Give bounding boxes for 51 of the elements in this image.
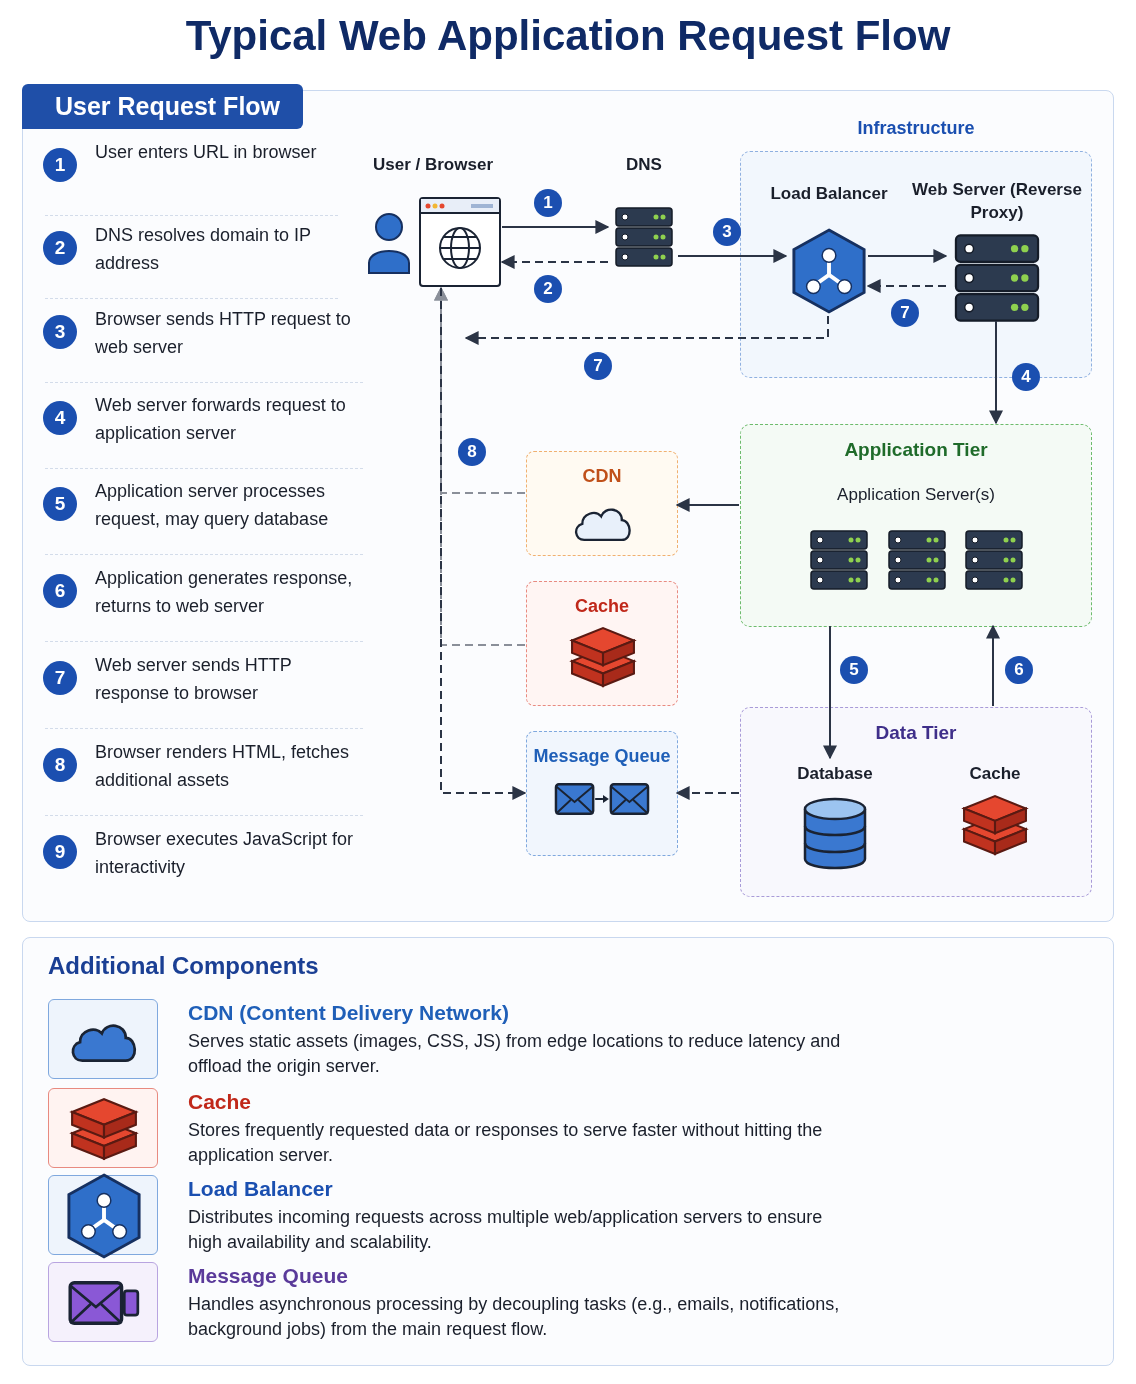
step-description: DNS resolves domain to IP address xyxy=(95,224,312,275)
arrow xyxy=(989,320,1003,425)
component-heading: Message Queue xyxy=(188,1264,349,1288)
diagram-title: Typical Web Application Request Flow xyxy=(184,12,952,60)
component-description: Handles asynchronous processing by decoupling tasks (e.g., emails, notifications, background jobs) from the main request flow. xyxy=(188,1293,841,1341)
node-label: DNS xyxy=(625,154,663,176)
arrow xyxy=(464,315,829,345)
step-description: Browser executes JavaScript for interactivity xyxy=(95,828,355,879)
step-description: Web server forwards request to application server xyxy=(95,394,347,445)
node-label: Cache xyxy=(968,763,1022,785)
node-label: Database xyxy=(796,763,874,785)
section-panel xyxy=(22,937,1114,1366)
arrow xyxy=(675,498,740,512)
section-tab: User Request Flow xyxy=(22,84,303,129)
component-card xyxy=(526,451,678,556)
tier-box xyxy=(740,424,1092,627)
node-label: Message Queue xyxy=(532,746,672,767)
component-heading: CDN (Content Delivery Network) xyxy=(188,1001,510,1025)
component-description: Serves static assets (images, CSS, JS) from edge locations to reduce latency and offload the origin server. xyxy=(188,1030,842,1078)
step-description: Application server processes request, may query database xyxy=(95,480,330,531)
node-label: Load Balancer xyxy=(769,183,889,205)
node-label: Cache xyxy=(574,596,630,617)
arrow xyxy=(986,624,1000,707)
arrow xyxy=(500,255,609,269)
node-label: Application Server(s) xyxy=(836,485,996,505)
step-description: Browser renders HTML, fetches additional assets xyxy=(95,741,351,792)
node-label: Web Server (Reverse Proxy) xyxy=(911,179,1083,224)
arrow xyxy=(501,220,610,234)
arrow xyxy=(823,625,837,760)
group-heading: Data Tier xyxy=(874,722,958,744)
arrow xyxy=(867,249,948,263)
arrow xyxy=(866,279,947,293)
step-description: User enters URL in browser xyxy=(95,141,318,164)
arrow xyxy=(677,249,788,263)
section-heading: Additional Components xyxy=(48,952,319,980)
component-heading: Load Balancer xyxy=(188,1177,334,1201)
node-label: CDN xyxy=(581,466,623,487)
step-description: Web server sends HTTP response to browser xyxy=(95,654,293,705)
arrow xyxy=(675,786,740,800)
component-card xyxy=(526,581,678,706)
group-heading: Application Tier xyxy=(843,439,989,461)
component-description: Stores frequently requested data or responses to serve faster without hitting the application server. xyxy=(188,1119,824,1167)
group-heading: Infrastructure xyxy=(856,118,976,139)
component-card xyxy=(526,731,678,856)
tier-box xyxy=(740,707,1092,897)
step-description: Browser sends HTTP request to web server xyxy=(95,308,352,359)
node-label: User / Browser xyxy=(372,154,494,176)
arrow xyxy=(440,287,527,800)
component-description: Distributes incoming requests across multiple web/application servers to ensure high availability and scalability. xyxy=(188,1206,824,1254)
component-heading: Cache xyxy=(188,1090,253,1114)
step-description: Application generates response, returns to web server xyxy=(95,567,354,618)
